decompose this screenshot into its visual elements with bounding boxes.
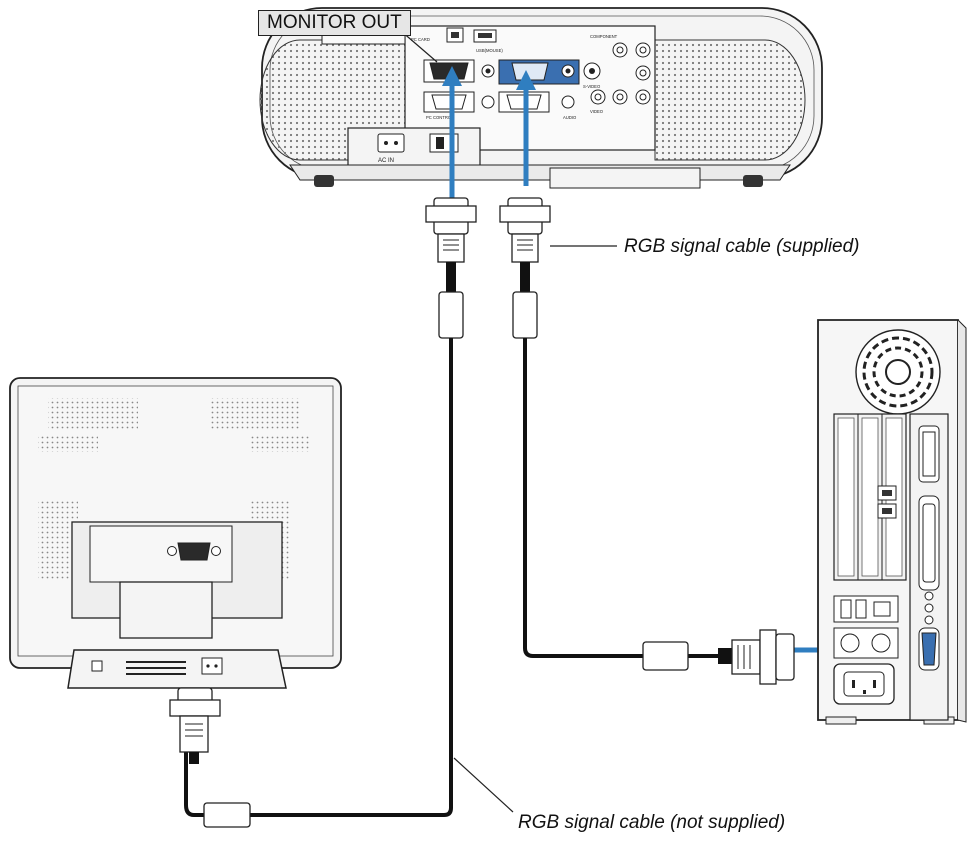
usb-mouse-label: USB(MOUSE) [476, 48, 503, 53]
monitor [9, 377, 342, 689]
monitor-out-pointer [400, 30, 438, 63]
rca-jacks [590, 42, 651, 105]
not-supplied-callout-line [453, 757, 514, 813]
cable-supplied-label: RGB signal cable (supplied) [624, 236, 860, 257]
computer-tower [817, 319, 967, 725]
audio-label: AUDIO [563, 115, 577, 120]
s-video-label: S-VIDEO [583, 84, 601, 89]
cables [184, 338, 718, 817]
cable-not-supplied-label: RGB signal cable (not supplied) [518, 812, 786, 833]
component-label: COMPONENT [590, 34, 618, 39]
vga-connector-monitor [169, 687, 221, 764]
monitor-out-label: MONITOR OUT [258, 10, 411, 36]
pc-control-label: PC CONTROL [426, 115, 454, 120]
ferrite-core [642, 641, 689, 671]
vga-connector-computer-in [499, 197, 551, 339]
ferrite-core [203, 802, 251, 828]
ac-in-label: AC IN [378, 158, 394, 164]
vga-connector-computer [718, 629, 795, 685]
video-label: VIDEO [590, 109, 604, 114]
vga-connector-monitor-out [425, 197, 477, 339]
pc-card-label: PC CARD [411, 37, 430, 42]
